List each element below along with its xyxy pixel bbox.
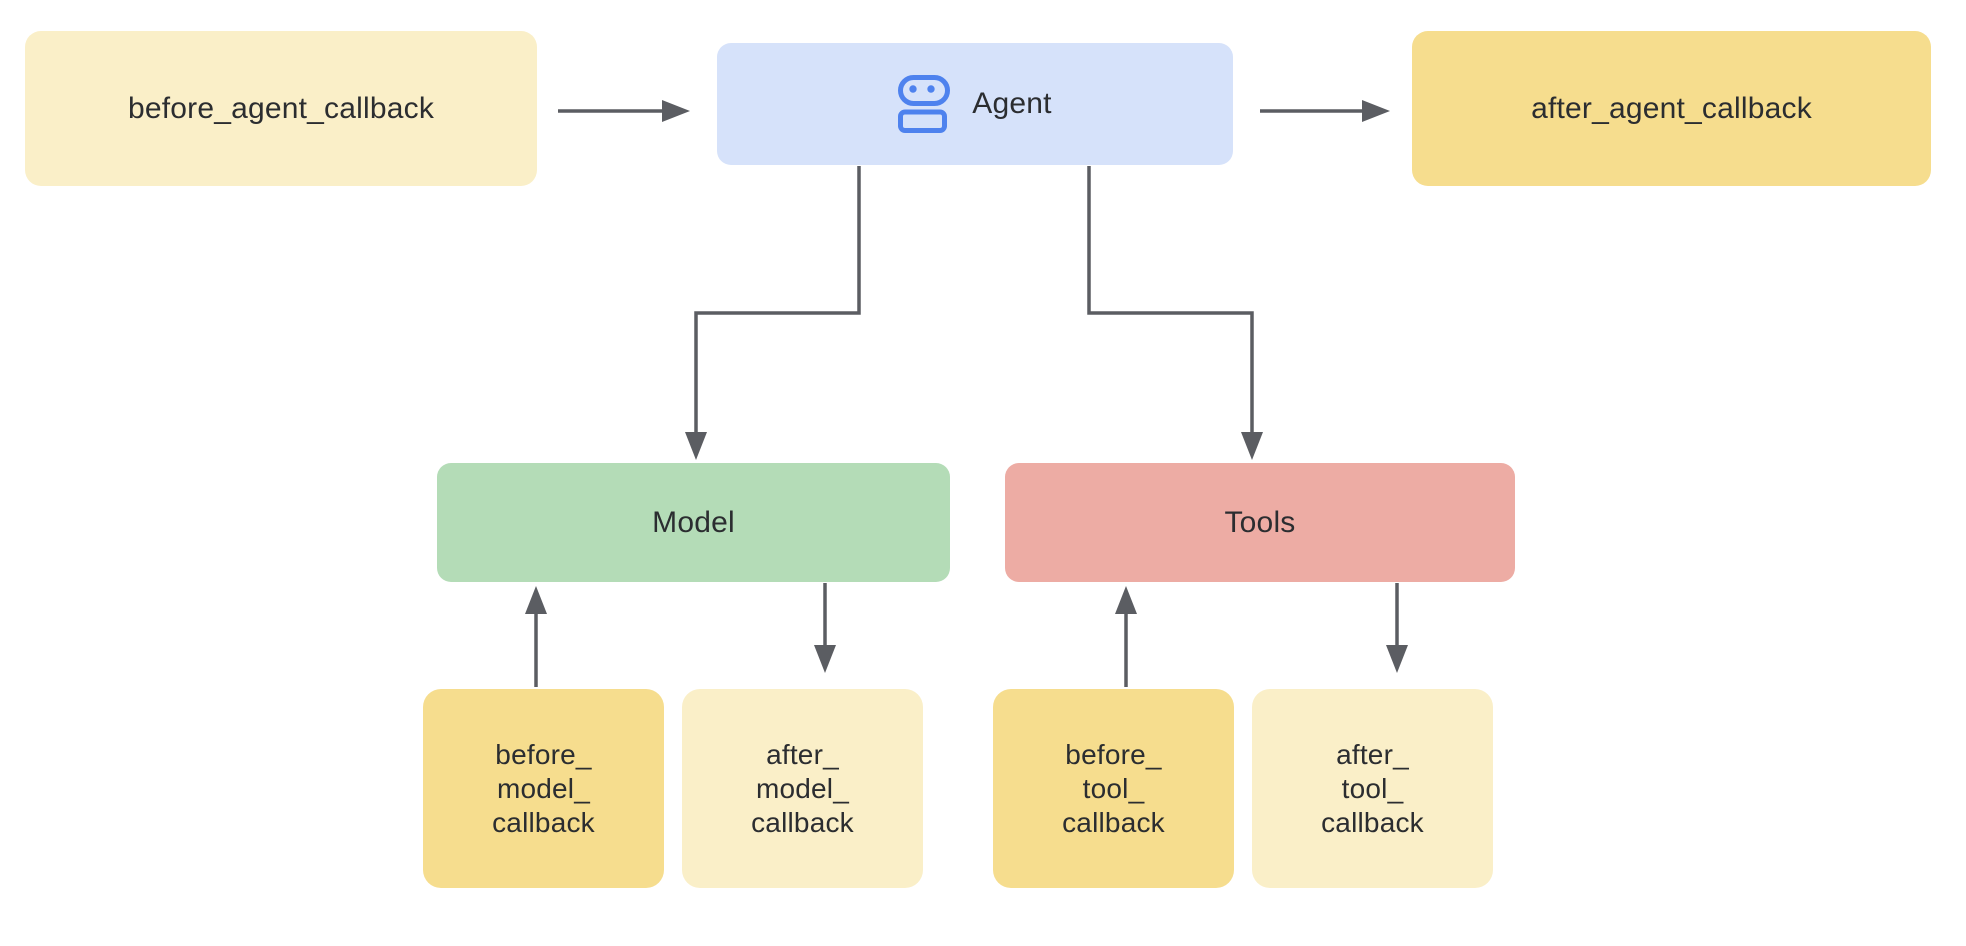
node-agent: Agent xyxy=(717,43,1233,165)
robot-icon xyxy=(898,75,951,133)
edge-before-agent-callback-to-agent xyxy=(558,100,690,122)
edge-agent-to-model xyxy=(685,166,861,460)
node-label: Agent xyxy=(972,87,1052,120)
arrowhead xyxy=(685,432,707,460)
node-before-tool-callback: before_ tool_ callback xyxy=(993,689,1234,888)
edge-before-model-callback-to-model xyxy=(525,586,547,687)
edge-model-to-after-model-callback xyxy=(814,583,836,673)
node-before-model-callback: before_ model_ callback xyxy=(423,689,664,888)
arrowhead xyxy=(814,645,836,673)
node-label: after_ model_ callback xyxy=(751,738,854,838)
node-after-tool-callback: after_ tool_ callback xyxy=(1252,689,1493,888)
arrowhead xyxy=(1241,432,1263,460)
node-label: Model xyxy=(652,505,735,539)
node-label: before_agent_callback xyxy=(127,91,435,125)
arrowhead xyxy=(525,586,547,614)
node-model: Model xyxy=(437,463,950,582)
edge-agent-to-tools xyxy=(1087,166,1263,460)
node-label: after_agent_callback xyxy=(1531,91,1812,125)
node-label: Tools xyxy=(1224,505,1296,539)
node-label: before_ tool_ callback xyxy=(1062,738,1165,838)
edge-before-tool-callback-to-tools xyxy=(1115,586,1137,687)
arrowhead xyxy=(662,100,690,122)
node-label: after_ tool_ callback xyxy=(1321,738,1424,838)
node-label: before_ model_ callback xyxy=(492,738,595,838)
node-after-agent-callback: after_agent_callback xyxy=(1412,31,1931,186)
edge-agent-to-after-agent-callback xyxy=(1260,100,1390,122)
arrowhead xyxy=(1115,586,1137,614)
edge-tools-to-after-tool-callback xyxy=(1386,583,1408,673)
node-before-agent-callback: before_agent_callback xyxy=(25,31,537,186)
node-after-model-callback: after_ model_ callback xyxy=(682,689,923,888)
arrowhead xyxy=(1362,100,1390,122)
arrowhead xyxy=(1386,645,1408,673)
node-tools: Tools xyxy=(1005,463,1515,582)
